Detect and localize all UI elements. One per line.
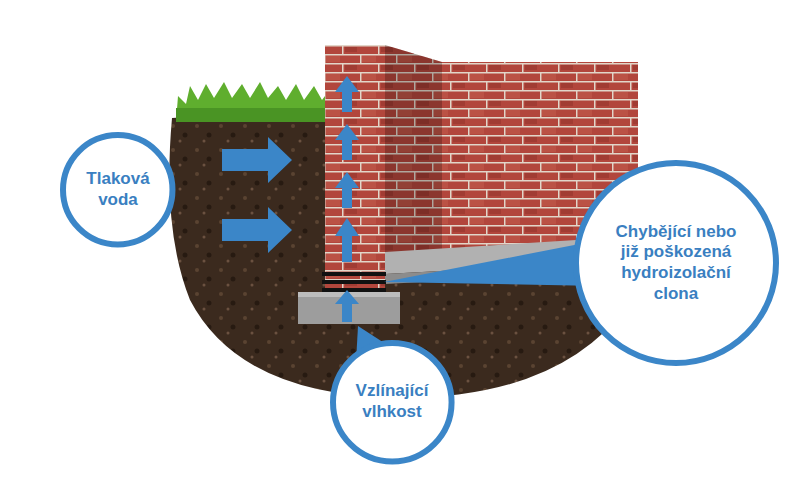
callout-label: Tlaková voda — [75, 169, 161, 210]
rising-arrow — [335, 76, 359, 112]
pressure-arrow — [222, 207, 292, 253]
callout-circle: Tlaková voda — [60, 132, 175, 247]
front-wall — [325, 45, 385, 292]
callout-text-group: Tlaková voda — [75, 169, 161, 210]
rising-arrow — [335, 124, 359, 160]
grass-base — [176, 108, 330, 122]
membrane-stripe — [322, 280, 386, 284]
grass — [176, 82, 330, 122]
membrane-stripe — [322, 288, 386, 292]
callout-ring — [333, 343, 452, 462]
callout-text-group: Chybějící nebo již poškozená hydroizolač… — [615, 222, 737, 305]
rising-arrow — [335, 290, 359, 322]
membrane-stripe — [322, 272, 386, 276]
rising-arrow — [335, 218, 359, 262]
callout-ring — [576, 163, 776, 363]
wall-side — [385, 45, 442, 272]
callout-circle: Vzlínající vlhkost — [330, 340, 455, 465]
callout-text-group: Vzlínající vlhkost — [344, 381, 440, 422]
rising-arrow — [335, 172, 359, 208]
pressure-arrow — [222, 137, 292, 183]
callout-tail — [384, 240, 600, 286]
callout-label: Chybějící nebo již poškozená hydroizolač… — [615, 222, 737, 305]
wall-side-shade — [385, 45, 442, 272]
callout-ring — [63, 135, 172, 244]
callout-label: Vzlínající vlhkost — [344, 381, 440, 422]
callout-circle: Chybějící nebo již poškozená hydroizolač… — [573, 160, 779, 366]
